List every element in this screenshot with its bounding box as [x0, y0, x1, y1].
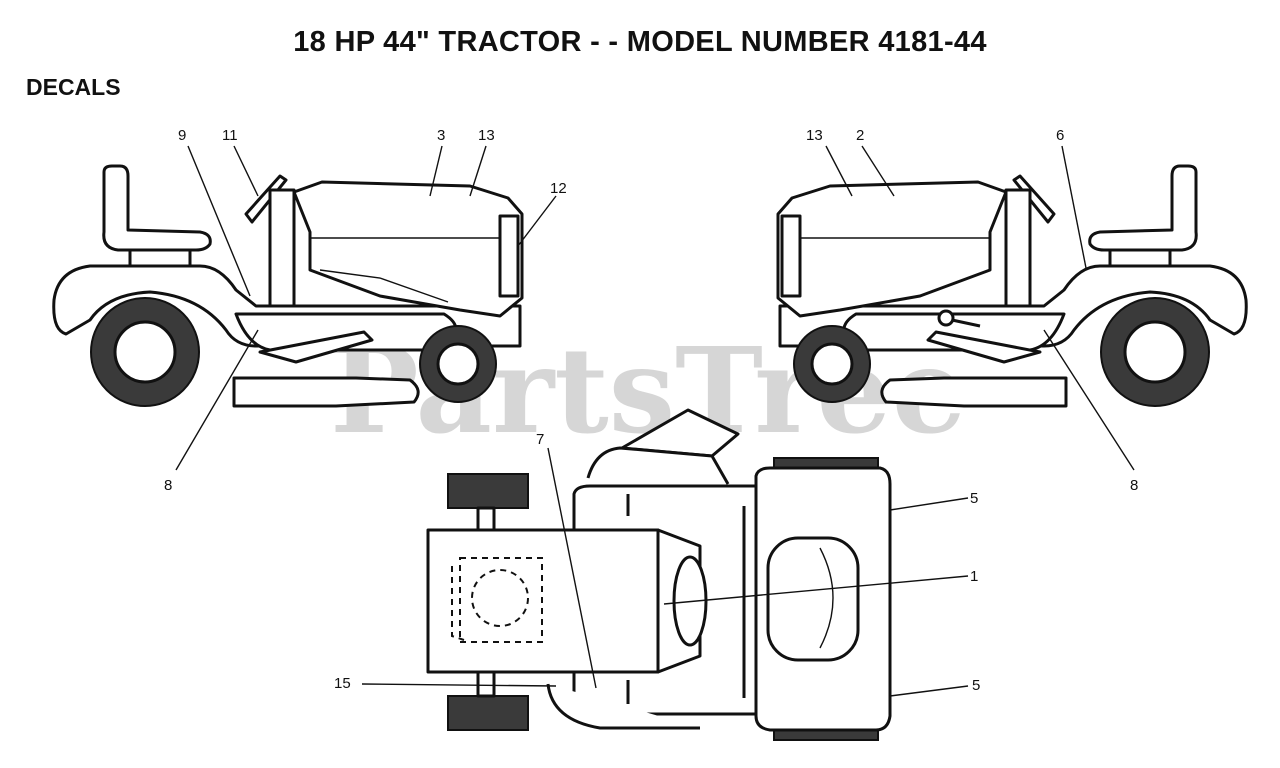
section-heading: DECALS [26, 74, 121, 100]
page-title: 18 HP 44" TRACTOR - - MODEL NUMBER 4181-… [293, 26, 987, 58]
callout-9: 9 [178, 127, 186, 144]
callout-8: 8 [1130, 477, 1138, 494]
callout-3: 3 [437, 127, 445, 144]
callout-13: 13 [806, 127, 823, 144]
top-callouts: 7 5 1 15 5 [334, 431, 980, 697]
callout-2: 2 [856, 127, 864, 144]
tractor-top-view [426, 408, 892, 741]
callout-1: 1 [970, 568, 978, 585]
right-callouts: 13 2 6 8 [806, 127, 1138, 494]
callout-11: 11 [222, 127, 238, 144]
callout-6: 6 [1056, 127, 1064, 144]
tractor-right-side-view [776, 164, 1248, 408]
callout-5: 5 [970, 490, 978, 507]
callout-5: 5 [972, 677, 980, 694]
callout-12: 12 [550, 180, 567, 197]
callout-13: 13 [478, 127, 495, 144]
callout-15: 15 [334, 675, 351, 692]
callout-8: 8 [164, 477, 172, 494]
left-callouts: 9 11 3 13 12 8 [164, 127, 567, 494]
tractor-left-side-view [52, 164, 524, 408]
callout-7: 7 [536, 431, 544, 448]
